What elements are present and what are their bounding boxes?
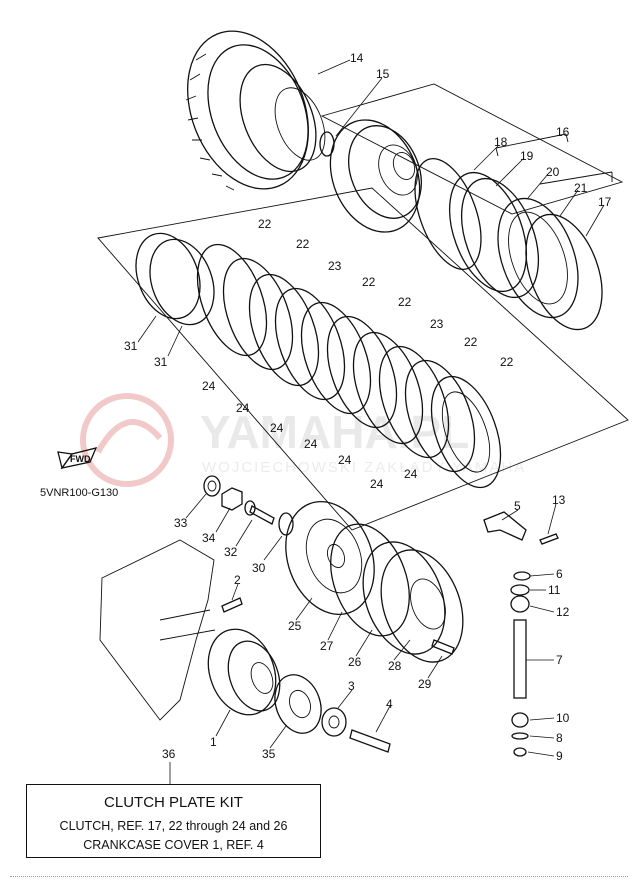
- callout-24-a: 24: [202, 379, 216, 393]
- clutch-group-outline: [320, 83, 624, 215]
- spring-ring: [330, 523, 410, 637]
- bottom-divider: [10, 876, 628, 877]
- callout-22-e: 22: [464, 335, 478, 349]
- bolt-4: [349, 729, 391, 753]
- group-bracket: [495, 133, 613, 185]
- kit-line-crankcase: CRANKCASE COVER 1, REF. 4: [83, 838, 264, 852]
- callout-7: 7: [556, 653, 563, 667]
- callout-33: 33: [174, 516, 188, 530]
- plate-group-outline: [97, 187, 629, 531]
- callout-27: 27: [320, 639, 334, 653]
- callout-20: 20: [546, 165, 560, 179]
- callout-15: 15: [376, 67, 390, 81]
- callout-22-f: 22: [500, 355, 514, 369]
- callout-29: 29: [418, 677, 432, 691]
- callout-8: 8: [556, 731, 563, 745]
- callout-31-b: 31: [154, 355, 168, 369]
- callout-36: 36: [162, 747, 176, 761]
- fwd-arrow: FWD: [57, 447, 98, 470]
- callout-12: 12: [556, 605, 570, 619]
- callout-34: 34: [202, 531, 216, 545]
- nut-3: [321, 707, 347, 737]
- callout-18: 18: [494, 135, 508, 149]
- callout-22-d: 22: [398, 295, 412, 309]
- callout-23-a: 23: [328, 259, 342, 273]
- callout-labels: 14 15 16 18 19 20 21 17 22 22 23 22 22 2…: [124, 51, 612, 763]
- callout-22-a: 22: [258, 217, 272, 231]
- callout-19: 19: [520, 149, 534, 163]
- wire-rings: [135, 232, 215, 326]
- fwd-label: FWD: [70, 454, 91, 464]
- callout-5: 5: [514, 499, 521, 513]
- callout-22-b: 22: [296, 237, 310, 251]
- callout-24-g: 24: [404, 467, 418, 481]
- release-parts: [203, 475, 294, 536]
- crankcase-outline: [99, 539, 215, 721]
- watermark-sub: WOJCIECHOWSKI ZAKŁADY YAMAHA: [202, 459, 526, 476]
- callout-16: 16: [556, 125, 570, 139]
- callout-4: 4: [386, 697, 393, 711]
- clutch-housing: [185, 30, 326, 191]
- callout-24-d: 24: [304, 437, 318, 451]
- clutch-plate-stack: [196, 243, 502, 489]
- leader-lines: [137, 59, 605, 784]
- callout-1: 1: [210, 735, 217, 749]
- callout-6: 6: [556, 567, 563, 581]
- callout-30: 30: [252, 561, 266, 575]
- callout-3: 3: [348, 679, 355, 693]
- push-lever-assembly: [483, 511, 559, 757]
- callout-21: 21: [574, 181, 588, 195]
- callout-24-b: 24: [236, 401, 250, 415]
- spring-plate-28: [380, 549, 464, 663]
- callout-17: 17: [598, 195, 612, 209]
- callout-32: 32: [224, 545, 238, 559]
- upper-plate-rings: [414, 158, 603, 331]
- kit-line-clutch: CLUTCH, REF. 17, 22 through 24 and 26: [59, 819, 288, 833]
- clutch-boss: [329, 119, 422, 233]
- callout-28: 28: [388, 659, 402, 673]
- callout-13: 13: [552, 493, 566, 507]
- diagram-code: 5VNR100-G130: [40, 487, 118, 499]
- clutch-plate-26: [362, 541, 446, 655]
- callout-24-e: 24: [338, 453, 352, 467]
- sprocket-35: [274, 674, 322, 734]
- watermark: YAMAHA.PL WOJCIECHOWSKI ZAKŁADY YAMAHA: [80, 393, 526, 487]
- callout-22-c: 22: [362, 275, 376, 289]
- callout-2: 2: [234, 573, 241, 587]
- key-2: [221, 597, 243, 613]
- pressure-plate: [285, 500, 375, 616]
- primary-drive-gear: [207, 628, 281, 716]
- watermark-main: YAMAHA.PL: [200, 406, 469, 458]
- callout-35: 35: [262, 747, 276, 761]
- clutch-plate-kit-box: CLUTCH PLATE KIT CLUTCH, REF. 17, 22 thr…: [26, 784, 321, 858]
- callout-10: 10: [556, 711, 570, 725]
- callout-23-b: 23: [430, 317, 444, 331]
- callout-9: 9: [556, 749, 563, 763]
- callout-26: 26: [348, 655, 362, 669]
- bolt-29: [431, 639, 455, 655]
- watermark-logo: [80, 393, 174, 487]
- callout-25: 25: [288, 619, 302, 633]
- kit-title: CLUTCH PLATE KIT: [104, 794, 243, 811]
- callout-24-f: 24: [370, 477, 384, 491]
- callout-14: 14: [350, 51, 364, 65]
- callout-11: 11: [548, 583, 561, 597]
- callout-24-c: 24: [270, 421, 284, 435]
- callout-31-a: 31: [124, 339, 138, 353]
